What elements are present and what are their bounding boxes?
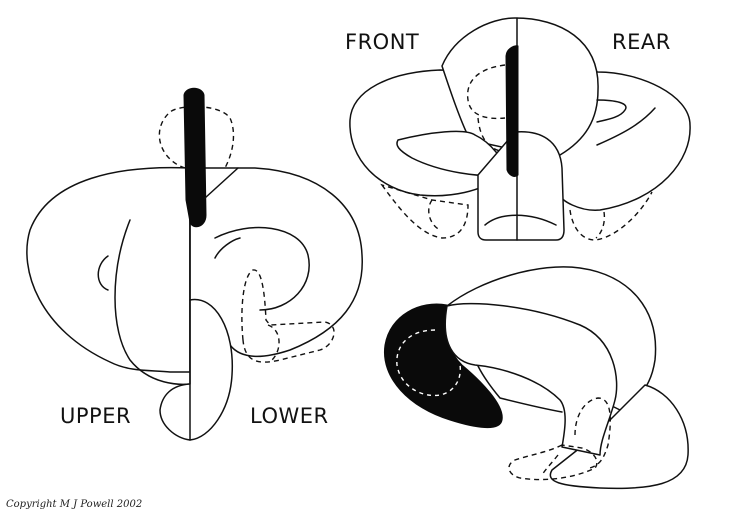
label-front: FRONT [345, 30, 420, 54]
label-rear: REAR [612, 30, 671, 54]
bottom-right-figure [383, 266, 689, 490]
left-figure-upper-lower [26, 87, 363, 441]
label-lower: LOWER [250, 404, 329, 428]
label-upper: UPPER [60, 404, 132, 428]
copyright-text: Copyright M J Powell 2002 [6, 499, 143, 510]
top-right-figure-front-rear [349, 17, 691, 241]
